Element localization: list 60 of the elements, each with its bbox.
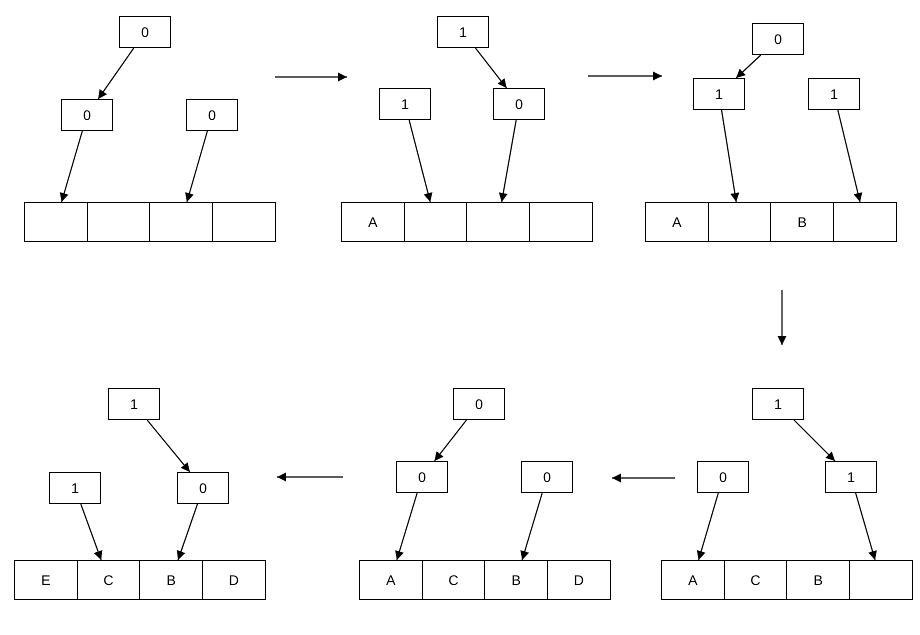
bit-box: 0 [752,23,804,55]
array-cell [849,560,913,600]
array-cell: B [139,560,203,600]
bit-box: 1 [437,16,489,48]
array-cell: B [484,560,548,600]
array-cell: A [341,202,404,242]
array-cell [529,202,593,242]
array-cell: C [76,560,140,600]
arrow [520,492,543,560]
array-cell: E [14,560,78,600]
bit-box: 1 [108,388,160,420]
array-cell: C [724,560,788,600]
array-cell: D [547,560,611,600]
arrow [736,54,762,78]
arrow [395,492,418,560]
bit-box: 0 [119,16,171,48]
arrow [176,504,198,560]
bit-box: 1 [379,88,431,120]
array-cell [708,202,772,242]
arrow [855,492,877,560]
bit-box: 1 [49,472,101,504]
arrow [696,492,719,560]
bit-box: 0 [177,472,229,504]
arrow [80,504,102,560]
arrow [474,48,508,88]
array-cell [24,202,88,242]
arrow [720,110,740,202]
array-cell: B [770,202,834,242]
array-cell [833,202,897,242]
array-cell [404,202,468,242]
bit-box: 1 [825,461,877,493]
arrow [837,110,862,202]
arrow [498,120,517,202]
arrow [434,420,467,462]
bit-box: 1 [752,388,804,420]
bit-box: 1 [693,78,745,110]
arrow [185,130,208,202]
array-cell [149,202,213,242]
arrow [146,420,190,472]
bit-box: 0 [493,88,545,120]
array-cell [212,202,276,242]
bit-box: 0 [186,99,238,131]
bit-box: 0 [697,461,749,493]
bit-box: 1 [808,78,860,110]
bit-box: 0 [453,388,505,420]
array-cell: C [422,560,486,600]
array-cell: A [661,560,724,600]
arrow [98,48,134,100]
array-cell [466,202,530,242]
array-cell: B [786,560,850,600]
array-cell: D [202,560,266,600]
arrow [794,420,836,462]
bit-box: 0 [396,461,448,493]
array-cell: A [645,202,708,242]
array-cell: A [359,560,422,600]
arrow [408,120,432,202]
array-cell [86,202,150,242]
arrow [60,130,83,202]
bit-box: 0 [521,461,573,493]
bit-box: 0 [61,99,113,131]
